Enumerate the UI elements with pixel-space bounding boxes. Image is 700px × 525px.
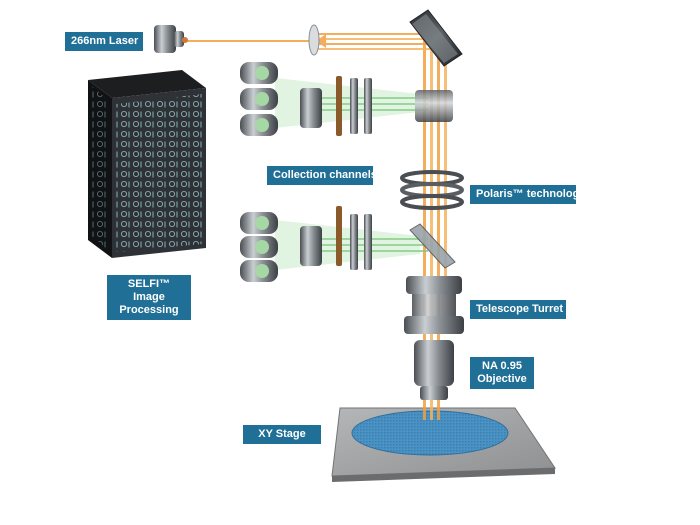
telescope-turret (404, 276, 464, 334)
laser-emitter-icon (154, 25, 188, 53)
beam-splitter-lens (308, 24, 320, 56)
label-laser: 266nm Laser (65, 32, 143, 51)
laser-beams-horizontal (185, 33, 432, 50)
lower-optics (300, 206, 456, 270)
objective-lens (414, 340, 454, 400)
detector-array-icon (240, 62, 278, 136)
label-objective: NA 0.95 Objective (470, 357, 534, 389)
label-telescope-turret: Telescope Turret (470, 300, 566, 319)
label-xy-stage: XY Stage (243, 425, 321, 444)
label-selfi: SELFI™ Image Processing (107, 275, 191, 320)
xy-stage (331, 407, 556, 482)
processing-tower-icon (88, 70, 206, 258)
label-polaris: Polaris™ technology (470, 185, 585, 204)
label-collection-channels: Collection channels (267, 166, 377, 185)
fold-mirror (409, 9, 463, 67)
polaris-module (400, 170, 464, 210)
detector-array-icon-lower (240, 212, 278, 282)
upper-optics (300, 76, 453, 136)
